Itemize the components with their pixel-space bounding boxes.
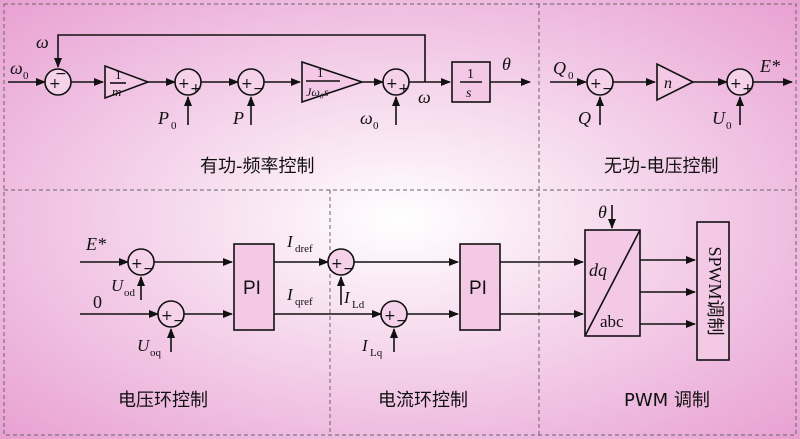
omega0-input-sub: 0: [23, 70, 29, 82]
svg-text:+: +: [131, 256, 143, 272]
Idref-label: I: [286, 232, 294, 251]
svg-text:s: s: [466, 86, 472, 101]
svg-text:+: +: [730, 76, 742, 92]
svg-text:−: −: [143, 261, 155, 277]
svg-text:1: 1: [115, 67, 122, 82]
svg-text:+: +: [398, 81, 410, 97]
svg-text:1: 1: [467, 67, 474, 82]
svg-text:−: −: [343, 261, 355, 277]
svg-text:+: +: [241, 76, 253, 92]
svg-text:oq: oq: [150, 347, 162, 359]
voltage-droop-block: Q 0 + − Q n + + U 0 E* 无功-电压控制: [550, 56, 793, 177]
svg-text:dref: dref: [295, 243, 313, 255]
spwm-modulator: [696, 221, 730, 361]
sum1-minus: −: [55, 66, 67, 82]
svg-text:+: +: [384, 308, 396, 324]
gain-n: [656, 62, 695, 102]
svg-text:qref: qref: [295, 296, 313, 308]
frequency-control-block: ω 0 + − ω 1 m + + P 0 + − P 1: [8, 32, 531, 177]
P0-label: P: [157, 108, 169, 128]
omega-feedback-label: ω: [36, 32, 49, 52]
svg-text:od: od: [124, 287, 136, 299]
omega-output-label: ω: [418, 87, 431, 107]
pi-controller-voltage: [233, 243, 275, 331]
voltage-loop-block: E* + − U od 0 + − U oq PI 电压环控制: [80, 234, 275, 411]
section-title-voltage-loop: 电压环控制: [118, 390, 208, 411]
gain-inertia: [301, 60, 365, 104]
sum1-plus: +: [49, 76, 61, 92]
Iqref-label: I: [286, 285, 294, 304]
svg-text:dq: dq: [589, 260, 607, 280]
Q0-label: Q: [553, 58, 566, 78]
svg-text:Ld: Ld: [352, 299, 365, 311]
section-dividers: [3, 3, 797, 436]
ILd-label: I: [343, 288, 351, 307]
svg-text:SPWM调制: SPWM调制: [705, 246, 725, 335]
zero-input-label: 0: [93, 292, 102, 312]
svg-text:Jω₀s: Jω₀s: [306, 85, 329, 99]
pi-controller-current: [459, 243, 501, 331]
svg-text:Lq: Lq: [370, 347, 383, 359]
U0-label: U: [712, 108, 726, 128]
svg-text:0: 0: [373, 120, 379, 132]
current-loop-block: I dref + − I Ld I qref + − I Lq PI 电流环控制: [274, 232, 501, 411]
theta-input-label: θ: [598, 202, 607, 222]
Uoq-label: U: [137, 336, 151, 355]
svg-text:+: +: [742, 81, 754, 97]
Uod-label: U: [111, 276, 125, 295]
svg-text:+: +: [331, 256, 343, 272]
section-title-current-loop: 电流环控制: [378, 390, 468, 411]
svg-text:−: −: [253, 81, 265, 97]
omega-feedback-line: [54, 34, 426, 82]
section-title-pwm: PWM 调制: [624, 390, 710, 411]
svg-text:PI: PI: [243, 278, 261, 299]
svg-text:abc: abc: [600, 312, 624, 331]
svg-text:m: m: [112, 84, 121, 99]
gain-1-over-m: [104, 64, 151, 100]
svg-text:−: −: [602, 81, 614, 97]
svg-text:+: +: [190, 81, 202, 97]
svg-text:1: 1: [317, 65, 324, 80]
svg-text:+: +: [590, 76, 602, 92]
svg-text:+: +: [386, 76, 398, 92]
P-label: P: [232, 108, 244, 128]
omega0-add-label: ω: [360, 108, 373, 128]
ILq-label: I: [361, 336, 369, 355]
E-input-label: E*: [85, 234, 106, 254]
svg-text:PI: PI: [469, 278, 487, 299]
svg-text:−: −: [396, 313, 408, 329]
svg-text:−: −: [173, 313, 185, 329]
svg-text:0: 0: [726, 120, 732, 132]
svg-text:0: 0: [568, 70, 574, 82]
svg-text:n: n: [664, 75, 672, 92]
section-title-frequency: 有功-频率控制: [200, 156, 315, 177]
svg-text:0: 0: [171, 120, 177, 132]
svg-text:+: +: [178, 76, 190, 92]
section-title-voltage: 无功-电压控制: [604, 156, 719, 177]
omega0-input-label: ω: [10, 58, 23, 78]
pwm-block: θ dq abc SPWM调制 PWM 调制: [500, 202, 730, 411]
theta-output-label: θ: [502, 54, 511, 74]
E-output-label: E*: [759, 56, 780, 76]
svg-text:+: +: [161, 308, 173, 324]
Q-label: Q: [578, 108, 591, 128]
